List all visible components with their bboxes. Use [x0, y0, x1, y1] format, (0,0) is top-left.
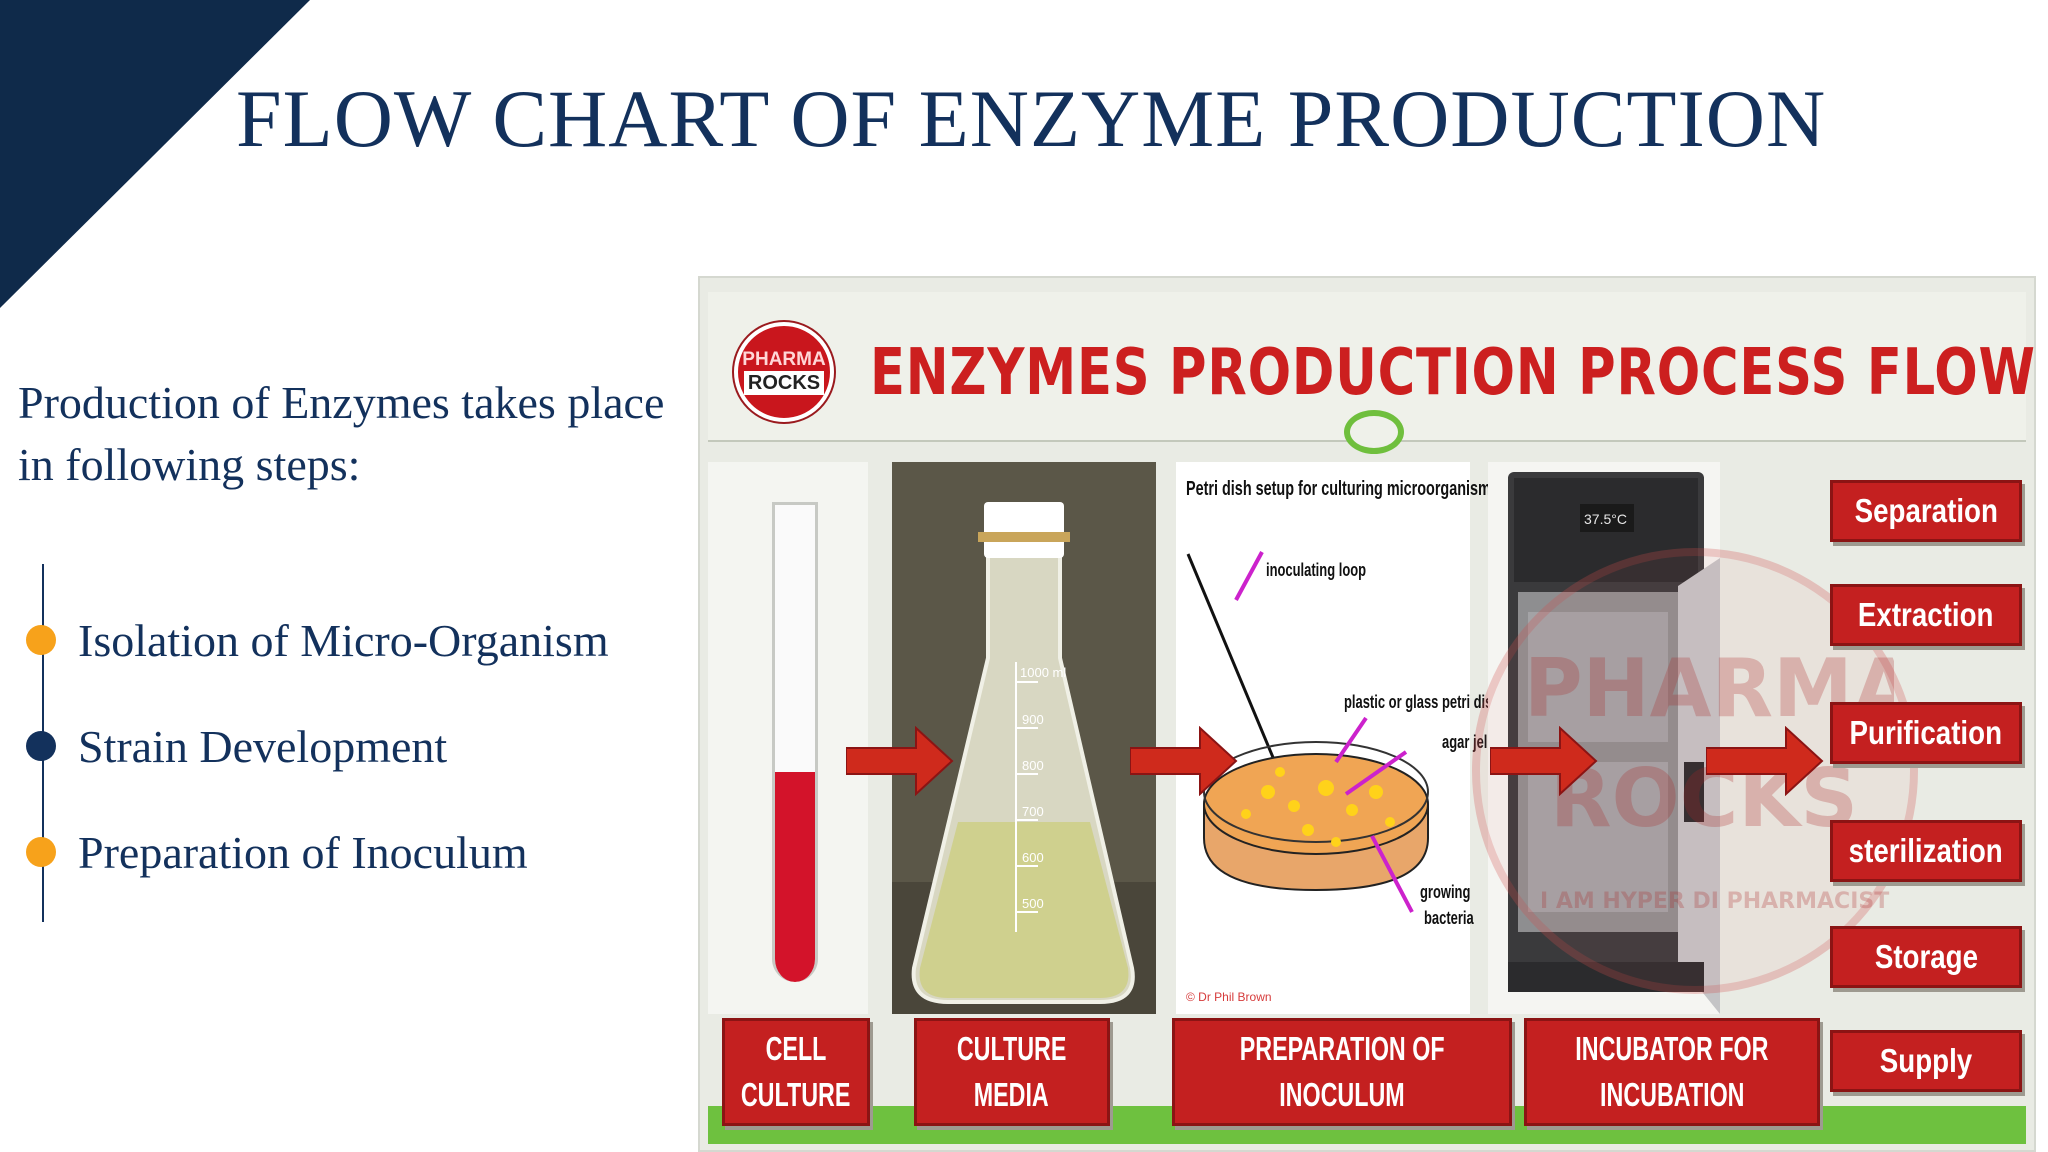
flask-scale-label: 1000 ml [1020, 665, 1066, 680]
step-item: Preparation of Inoculum [26, 824, 528, 880]
infographic-title: ENZYMES PRODUCTION PROCESS FLOW [870, 336, 2036, 410]
slide-title: FLOW CHART OF ENZYME PRODUCTION [236, 72, 1826, 166]
infographic-header: PHARMA ROCKS ENZYMES PRODUCTION PROCESS … [708, 292, 2026, 442]
step-dot-icon [26, 731, 56, 761]
step-item: Strain Development [26, 718, 447, 774]
step-sterilization: sterilization [1830, 820, 2022, 882]
test-tube-image [708, 462, 868, 1014]
incubator-display-text: 37.5°C [1584, 511, 1627, 527]
label-bacteria: bacteria [1424, 908, 1474, 929]
step-dot-icon [26, 625, 56, 655]
process-flow-infographic: PHARMA ROCKS ENZYMES PRODUCTION PROCESS … [698, 276, 2036, 1152]
test-tube-icon [772, 502, 818, 982]
step-label: Strain Development [78, 720, 447, 773]
label-petri-dish: plastic or glass petri dish [1344, 692, 1500, 713]
flask-scale-label: 500 [1022, 896, 1044, 911]
flask-scale-label: 800 [1022, 758, 1044, 773]
flask-scale-label: 600 [1022, 850, 1044, 865]
image-credit: © Dr Phil Brown [1186, 990, 1272, 1004]
step-storage: Storage [1830, 926, 2022, 988]
arrow-right-icon [1490, 726, 1598, 796]
arrow-right-icon [846, 726, 954, 796]
label-inoculating-loop: inoculating loop [1266, 560, 1366, 581]
step-item: Isolation of Micro-Organism [26, 612, 609, 668]
step-label: Isolation of Micro-Organism [78, 614, 609, 667]
step-purification: Purification [1830, 702, 2022, 764]
watermark-ring-text: I AM HYPER DI PHARMACIST [1540, 889, 1889, 914]
arrow-right-icon [1130, 726, 1238, 796]
step-separation: Separation [1830, 480, 2022, 542]
label-growing: growing [1420, 882, 1470, 903]
pharma-rocks-logo: PHARMA ROCKS [734, 322, 834, 422]
step-extraction: Extraction [1830, 584, 2022, 646]
step-label: Preparation of Inoculum [78, 826, 528, 879]
arrow-right-icon [1706, 726, 1824, 796]
green-ring-icon [1344, 410, 1404, 454]
flask-scale-label: 900 [1022, 712, 1044, 727]
step-supply: Supply [1830, 1030, 2022, 1092]
flask-scale-label: 700 [1022, 804, 1044, 819]
step-dot-icon [26, 837, 56, 867]
intro-text: Production of Enzymes takes place in fol… [18, 372, 668, 496]
